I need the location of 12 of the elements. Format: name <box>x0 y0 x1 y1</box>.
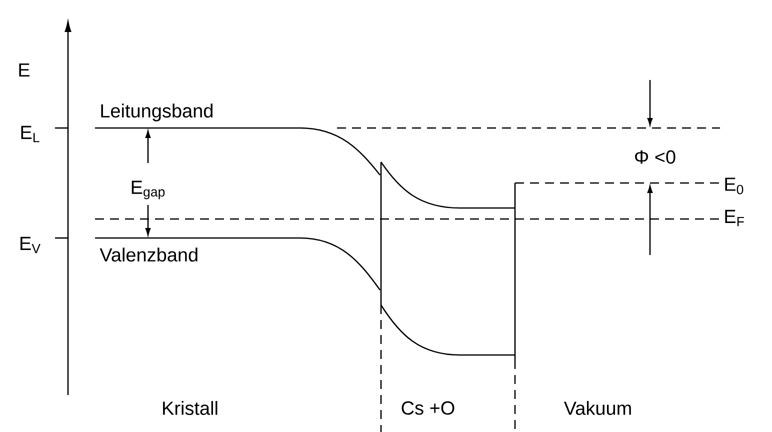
work-function-label: Φ <0 <box>635 150 676 164</box>
level-label: E$_{V}$ <box>20 236 40 254</box>
band-label: Valenzband <box>100 248 198 262</box>
axis-label: E <box>19 63 30 77</box>
level-label: E$_{F}$ <box>725 210 744 226</box>
region-label: Vakuum <box>564 401 631 415</box>
region-label: Cs +O <box>402 401 454 415</box>
region-label: Kristall <box>163 401 218 415</box>
level-label: E$_{0}$ <box>725 178 744 194</box>
level-label: E$_{L}$ <box>21 126 40 142</box>
gap-label: E$_{gap}$ <box>132 180 165 200</box>
band-label: Leitungsband <box>101 104 212 122</box>
